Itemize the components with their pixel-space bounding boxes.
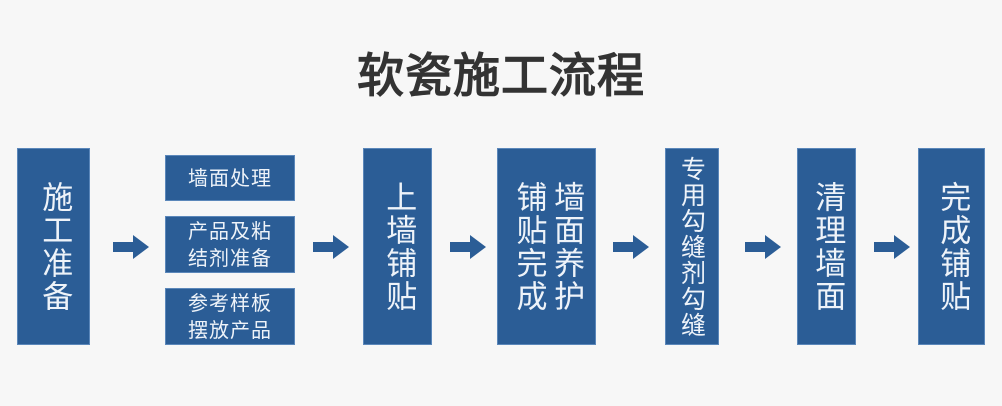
flow-step-label: 上墙铺贴 (380, 180, 417, 313)
flow-step-label: 施工准备 (36, 180, 73, 313)
arrow-right-icon (313, 235, 349, 259)
flow-step-label: 完成铺贴 (934, 180, 971, 313)
flow-substep-wall-treatment[interactable]: 墙面处理 (165, 155, 295, 201)
flow-substep-line1: 产品及粘 (188, 218, 272, 243)
arrow-right-icon (745, 235, 781, 259)
arrow-right-icon (613, 235, 649, 259)
arrow-right-icon (113, 235, 149, 259)
flow-substep-line1: 参考样板 (188, 290, 272, 315)
flow-substep-line2: 结剂准备 (188, 245, 272, 270)
flow-step-preparation[interactable]: 施工准备 (17, 148, 90, 345)
arrow-right-icon (450, 235, 486, 259)
flow-substep-label: 产品及粘 结剂准备 (182, 218, 278, 272)
flow-substep-sample-board-layout[interactable]: 参考样板 摆放产品 (165, 288, 295, 345)
flow-step-label-column-right: 墙面养护 (548, 180, 585, 313)
page-title: 软瓷施工流程 (357, 49, 645, 104)
flow-step-wall-installation[interactable]: 上墙铺贴 (363, 148, 432, 345)
flow-substep-line2: 摆放产品 (188, 317, 272, 342)
arrow-right-icon (874, 235, 910, 259)
flow-substep-label: 墙面处理 (188, 165, 272, 190)
flow-step-label-column-left: 铺贴完成 (510, 180, 547, 313)
flow-step-installation-complete-curing[interactable]: 墙面养护 铺贴完成 (497, 148, 596, 345)
flow-substep-product-adhesive-prep[interactable]: 产品及粘 结剂准备 (165, 216, 295, 273)
flow-step-grouting[interactable]: 专用勾缝剂勾缝 (665, 148, 719, 345)
process-flow: 施工准备 墙面处理 产品及粘 结剂准备 参考样板 摆放产品 (0, 148, 1002, 346)
flow-step-label-columns: 墙面养护 铺贴完成 (510, 149, 585, 344)
flow-step-clean-wall[interactable]: 清理墙面 (797, 148, 856, 345)
flow-substep-label: 参考样板 摆放产品 (182, 290, 278, 344)
flow-step-label: 专用勾缝剂勾缝 (677, 155, 707, 338)
flow-step-finish[interactable]: 完成铺贴 (918, 148, 985, 345)
flow-step-label: 清理墙面 (809, 180, 846, 313)
